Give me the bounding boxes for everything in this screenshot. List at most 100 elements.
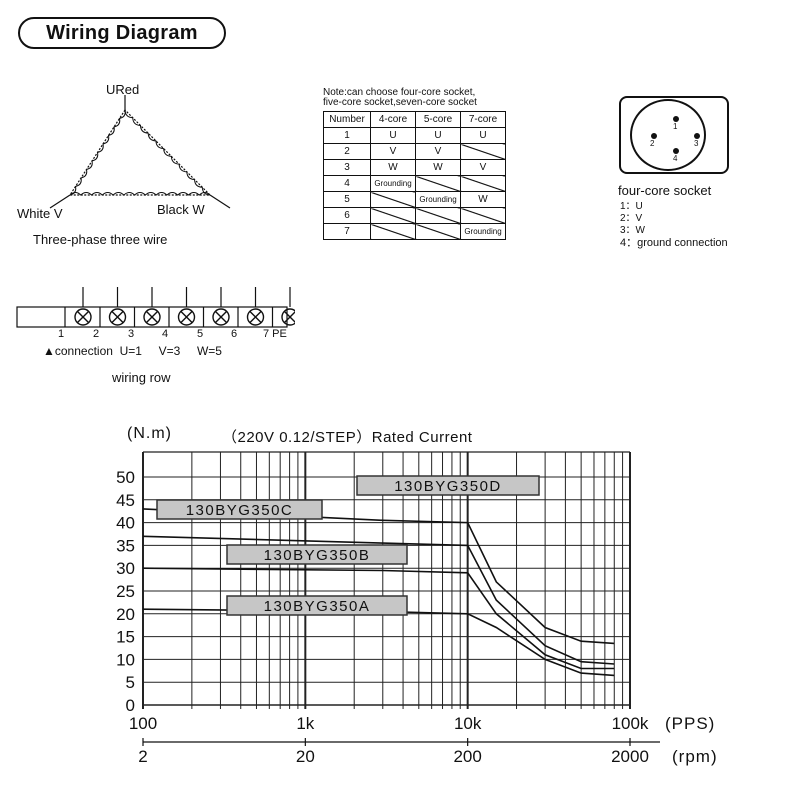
terminal-caption: wiring row: [112, 370, 171, 385]
series-line-130BYG350B: [142, 567, 615, 670]
socket-legend-item: 3：W: [620, 225, 645, 236]
header-cell: 4-core: [370, 111, 416, 128]
x-bottom-unit: (rpm): [672, 747, 718, 766]
y-tick-label: 5: [126, 673, 135, 692]
coil-right: [124, 109, 211, 196]
series-label-text: 130BYG350C: [186, 502, 294, 519]
page-title: Wiring Diagram: [18, 17, 226, 49]
chart-ylabel: (N.m): [127, 425, 172, 442]
x-top-unit: (PPS): [665, 714, 715, 733]
terminal-screw: [74, 308, 92, 326]
pin-4-label: 4: [673, 154, 678, 163]
header-cell: 5-core: [415, 111, 461, 128]
empty-cell: [370, 207, 416, 224]
terminal-numbers: 1 2 3 4 5 6 7 PE: [55, 328, 295, 342]
series-label-text: 130BYG350D: [394, 478, 502, 495]
socket-face: [630, 99, 706, 171]
x-top-tick-label: 10k: [454, 714, 482, 733]
table-note-1: Note:can choose four-core socket,: [323, 87, 476, 98]
torque-chart: 130BYG350D 130BYG350C 130BYG350B 130BYG350A…: [116, 451, 718, 766]
empty-cell: [415, 223, 461, 240]
header-cell: 7-core: [460, 111, 506, 128]
pin-1-dot: [673, 116, 679, 122]
y-tick-label: 50: [116, 468, 135, 487]
terminal-screw: [177, 308, 196, 326]
empty-cell: [370, 223, 416, 240]
u-label: URed: [106, 82, 140, 97]
triangle-outline: [68, 109, 212, 196]
x-bottom-tick-label: 200: [453, 747, 481, 766]
socket-legend-item: 4：ground connection: [620, 237, 728, 249]
terminal-number: 5: [197, 328, 204, 340]
lead-w: [209, 194, 231, 209]
y-tick-label: 20: [116, 605, 135, 624]
series-label: 130BYG350C: [156, 499, 323, 520]
coil-left: [69, 109, 126, 196]
socket-legend-item: 2：V: [620, 213, 643, 224]
socket-title: four-core socket: [618, 183, 712, 198]
series-label-text: 130BYG350B: [264, 547, 371, 564]
coil-bottom: [69, 192, 211, 196]
x-bottom-tick-label: 20: [296, 747, 315, 766]
series-label: 130BYG350A: [226, 595, 408, 616]
x-bottom-tick-label: 2: [138, 747, 147, 766]
empty-cell: [460, 175, 506, 192]
series-label: 130BYG350B: [226, 544, 408, 565]
socket-frame: [619, 96, 729, 174]
x-top-tick-label: 100: [129, 714, 157, 733]
connection-note: ▲connection U=1 V=3 W=5: [43, 344, 222, 358]
pin-3-label: 3: [694, 139, 699, 148]
empty-cell: [370, 191, 416, 208]
lead-v: [49, 194, 71, 209]
series-line-130BYG350D: [142, 508, 615, 645]
empty-cell: [415, 207, 461, 224]
terminal-screw: [108, 308, 127, 326]
terminal-number: 3: [128, 328, 135, 340]
table-row: 6: [323, 207, 506, 224]
pin-2-label: 2: [650, 139, 655, 148]
table-header-row: Number 4-core 5-core 7-core: [323, 111, 506, 128]
pin-4-dot: [673, 148, 679, 154]
pin-1-label: 1: [673, 122, 678, 131]
terminal-screw: [281, 308, 295, 326]
empty-cell: [415, 175, 461, 192]
y-tick-label: 10: [116, 650, 135, 669]
terminal-number: 1: [58, 328, 65, 340]
terminal-block: [16, 287, 295, 328]
series-line-130BYG350A: [142, 608, 615, 677]
v-label: White V: [17, 206, 63, 221]
pin-2-dot: [651, 133, 657, 139]
y-tick-label: 15: [116, 628, 135, 647]
x-bottom-tick-label: 2000: [611, 747, 649, 766]
header-cell: Number: [323, 111, 371, 128]
terminal-number: 4: [162, 328, 169, 340]
x-top-tick-label: 100k: [612, 714, 649, 733]
x-top-tick-label: 1k: [296, 714, 314, 733]
y-tick-label: 40: [116, 514, 135, 533]
y-tick-label: 45: [116, 491, 135, 510]
empty-cell: [460, 207, 506, 224]
y-tick-label: 35: [116, 536, 135, 555]
y-tick-label: 30: [116, 559, 135, 578]
series-line-130BYG350C: [142, 535, 615, 665]
terminal-screw: [143, 308, 161, 326]
terminal-number: 6: [231, 328, 238, 340]
socket-legend-item: 1：U: [620, 201, 643, 212]
chart-title: （220V 0.12/STEP）Rated Current: [222, 429, 473, 446]
delta-winding-diagram: [49, 95, 231, 209]
terminal-number: 2: [93, 328, 100, 340]
w-label: Black W: [157, 202, 205, 217]
triangle-caption: Three-phase three wire: [33, 232, 168, 247]
terminal-screw: [212, 308, 230, 326]
pin-3-dot: [694, 133, 700, 139]
terminal-number: 7 PE: [263, 328, 287, 340]
empty-cell: [460, 143, 506, 160]
terminal-screw: [246, 308, 265, 326]
series-label-text: 130BYG350A: [264, 598, 371, 615]
